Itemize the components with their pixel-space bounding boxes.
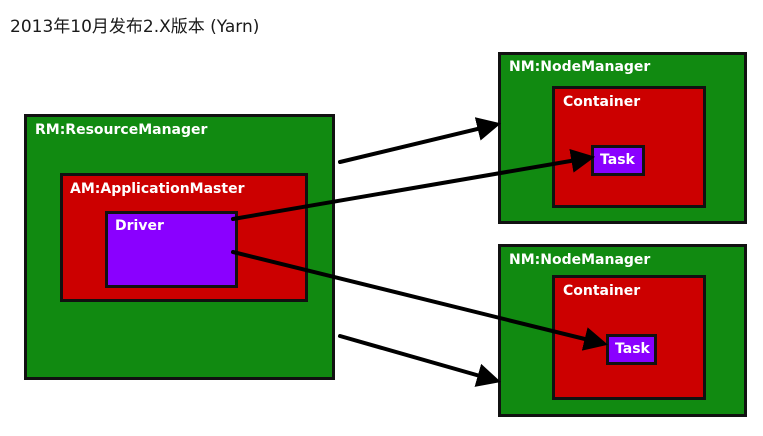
driver-label: Driver	[115, 218, 164, 234]
task-label: Task	[600, 152, 635, 168]
driver-box: Driver	[105, 211, 238, 288]
application-master-label: AM:ApplicationMaster	[70, 181, 245, 197]
node-manager-box: NM:NodeManager Container Task	[498, 52, 747, 224]
node-manager-label: NM:NodeManager	[509, 59, 651, 75]
resource-manager-label: RM:ResourceManager	[35, 122, 208, 138]
container-label: Container	[563, 94, 641, 110]
node-manager-label: NM:NodeManager	[509, 252, 651, 268]
resource-manager-box: RM:ResourceManager AM:ApplicationMaster …	[24, 114, 335, 380]
task-label: Task	[615, 341, 650, 357]
node-manager-box: NM:NodeManager Container Task	[498, 244, 747, 417]
application-master-box: AM:ApplicationMaster Driver	[60, 173, 308, 302]
arrow-rm-to-nm1	[338, 117, 502, 164]
container-box: Container Task	[552, 275, 706, 400]
arrow-driver-to-task2	[231, 250, 608, 351]
container-label: Container	[563, 283, 641, 299]
container-box: Container Task	[552, 86, 706, 208]
arrow-driver-to-task1	[231, 149, 596, 221]
diagram-title: 2013年10月发布2.X版本 (Yarn)	[10, 17, 260, 37]
arrow-rm-to-nm2	[338, 334, 501, 387]
task-box: Task	[591, 145, 645, 176]
